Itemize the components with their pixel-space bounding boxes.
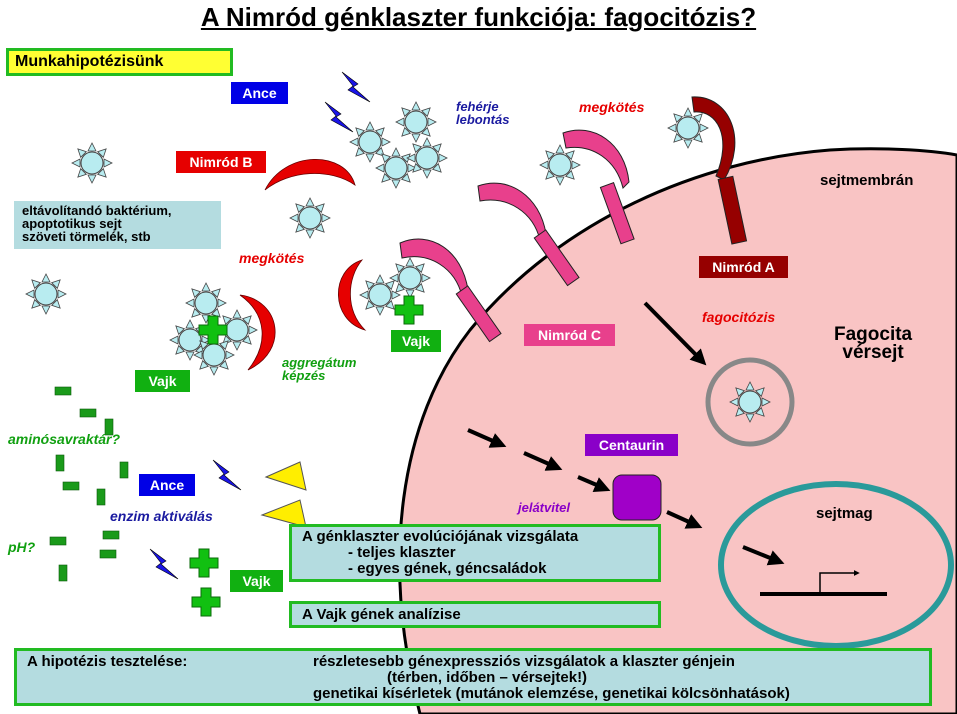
testing-line-2: (térben, időben – vérsejtek!): [387, 669, 588, 686]
feherje-lebontas-label: fehérje lebontás: [456, 99, 510, 127]
centaurin-tag: Centaurin: [585, 434, 678, 456]
green-cross-icon: [191, 587, 221, 617]
nucleus-icon: [718, 481, 954, 649]
nimrod-a-receptor: [691, 96, 748, 245]
sejtmembran-label: sejtmembrán: [820, 172, 914, 189]
nimrod-b-crescents: [239, 158, 367, 371]
hypothesis-testing-box: A hipotézis tesztelése: részletesebb gén…: [14, 648, 932, 706]
yellow-triangle-icon: [264, 461, 307, 491]
fagocita-label: Fagocita vérsejt: [834, 324, 913, 363]
vajk-bottom-tag: Vajk: [230, 570, 283, 592]
testing-line-1: részletesebb génexpressziós vizsgálatok …: [313, 653, 735, 670]
lightning-icon: [341, 71, 371, 103]
centaurin-block: [612, 474, 662, 521]
promoter-icon: [819, 570, 860, 594]
testing-label: A hipotézis tesztelése:: [27, 653, 188, 670]
arrows: [467, 301, 785, 566]
vajk-analysis-box: A Vajk gének analízise: [289, 601, 661, 628]
testing-line-3: genetikai kísérletek (mutánok elemzése, …: [313, 685, 790, 702]
bacteria-description-box: eltávolítandó baktérium, apoptotikus sej…: [14, 201, 221, 249]
nimrod-c-tag: Nimród C: [524, 324, 615, 346]
ance-top-tag: Ance: [231, 82, 288, 104]
enzim-aktivalas-label: enzim aktiválás: [110, 508, 213, 524]
lightning-icon: [212, 459, 242, 491]
ance-bottom-tag: Ance: [139, 474, 195, 496]
megkotes-left-label: megkötés: [239, 250, 305, 266]
hypothesis-label: Munkahipotézisünk: [6, 48, 233, 76]
phagocyte-cell: [398, 147, 957, 714]
vajk-mid-tag: Vajk: [391, 330, 441, 352]
amino-acid-store: [49, 386, 129, 582]
nimrod-a-tag: Nimród A: [699, 256, 788, 278]
aminosavraktar-label: aminósavraktár?: [8, 431, 121, 447]
nimrod-b-tag: Nimród B: [176, 151, 266, 173]
green-cross-icon: [394, 295, 424, 325]
evolution-box: A génklaszter evolúciójának vizsgálata -…: [289, 524, 661, 582]
aggregatum-label: aggregátum képzés: [282, 355, 357, 383]
ph-label: pH?: [8, 539, 36, 555]
phagosome-icon: [705, 357, 795, 447]
bacterium-icon: [729, 381, 771, 423]
fagocitozis-label: fagocitózis: [702, 309, 776, 325]
yellow-triangle-icon: [260, 499, 307, 528]
nimrod-c-receptors: [399, 129, 635, 343]
page-title: A Nimród génklaszter funkciója: fagocitó…: [200, 2, 757, 32]
green-cross-icon: [189, 548, 219, 578]
vajk-left-tag: Vajk: [135, 370, 190, 392]
lightning-icon: [324, 101, 354, 133]
jelatvitel-label: jelátvitel: [518, 500, 571, 515]
lightning-icon: [149, 548, 179, 580]
sejtmag-label: sejtmag: [816, 505, 873, 522]
megkotes-top-label: megkötés: [579, 99, 645, 115]
